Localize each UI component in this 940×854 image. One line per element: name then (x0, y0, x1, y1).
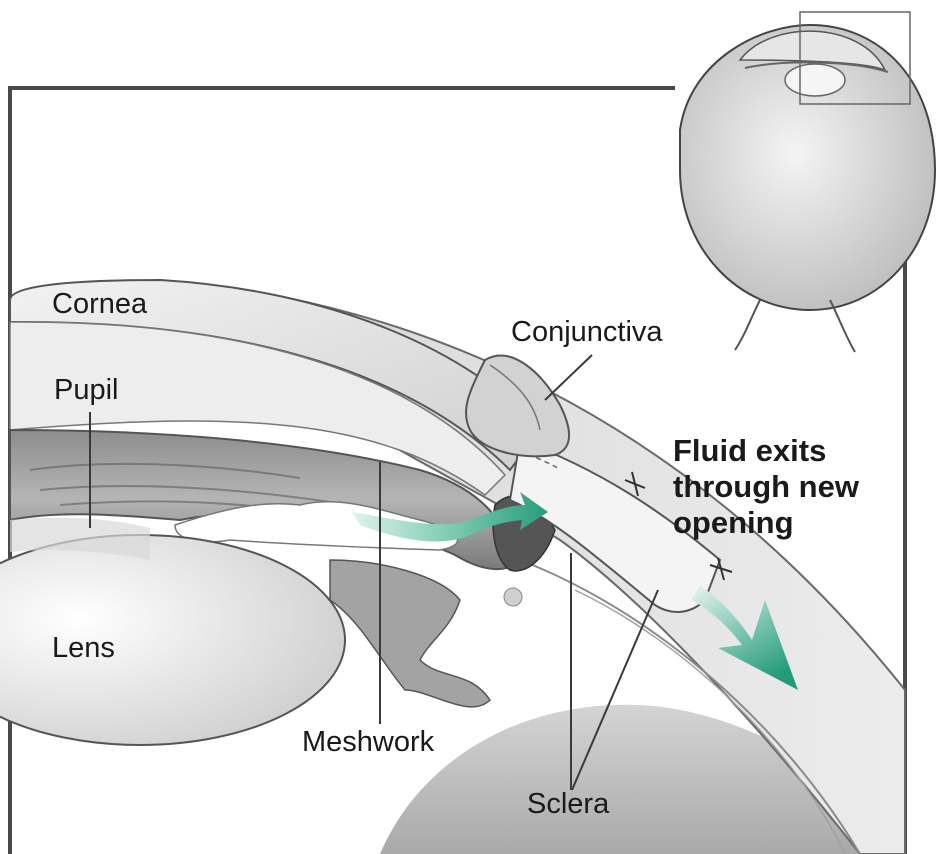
fluid-label-line-2: through new (673, 469, 859, 505)
label-fluid-exits: Fluid exits through new opening (673, 433, 859, 541)
fluid-label-line-3: opening (673, 505, 859, 541)
label-sclera: Sclera (527, 790, 609, 819)
label-conjunctiva: Conjunctiva (511, 318, 663, 347)
label-pupil: Pupil (54, 376, 119, 405)
fluid-label-line-1: Fluid exits (673, 433, 859, 469)
drainage-bubble (504, 588, 522, 606)
label-lens: Lens (52, 634, 115, 663)
label-cornea: Cornea (52, 290, 147, 319)
ciliary-body (330, 560, 490, 707)
conjunctiva-flap (466, 356, 569, 457)
label-meshwork: Meshwork (302, 728, 434, 757)
inset-eye (680, 12, 935, 352)
